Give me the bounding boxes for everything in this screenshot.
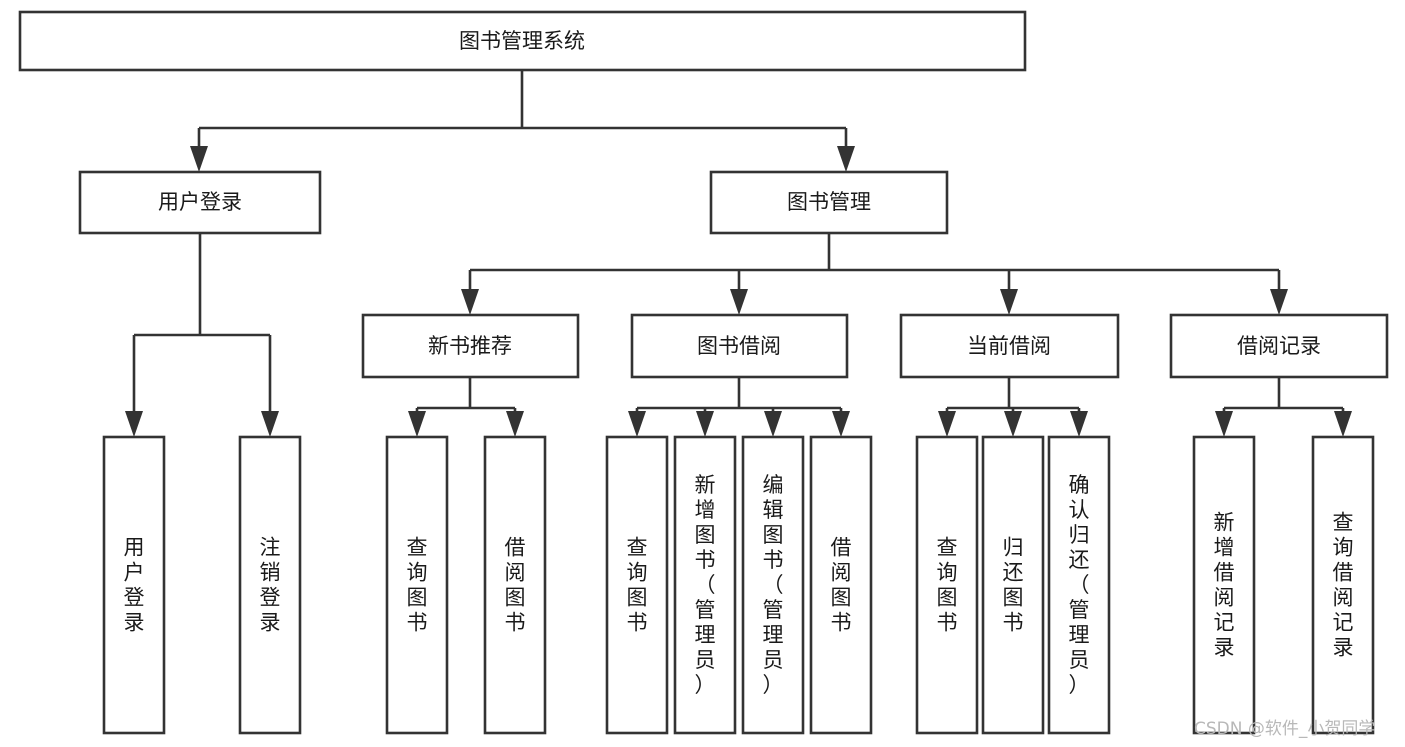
leaf-node[interactable]: 编辑图书（管理员） — [741, 435, 805, 735]
arrow-head-icon — [506, 411, 524, 437]
connector-bookmgmt-to-level3 — [461, 233, 1288, 315]
leaf-node[interactable]: 新增图书（管理员） — [673, 435, 737, 735]
leaf-node-box — [605, 435, 669, 735]
leaf-node[interactable]: 查询图书 — [605, 435, 669, 735]
leaf-node-box — [981, 435, 1045, 735]
arrow-head-icon — [837, 146, 855, 172]
leaf-node[interactable]: 注销登录 — [238, 435, 302, 735]
connector-records-to-leaves — [1215, 377, 1352, 437]
leaf-node-label: 查询图书 — [937, 536, 958, 635]
arrow-head-icon — [938, 411, 956, 437]
arrow-head-icon — [1270, 289, 1288, 315]
leaf-node-label: 查询借阅记录 — [1333, 511, 1354, 660]
arrow-head-icon — [125, 411, 143, 437]
connector-borrow-to-leaves — [628, 377, 850, 437]
node-user-login-box — [78, 170, 322, 235]
leaf-node-label: 查询图书 — [407, 536, 428, 635]
connector-root-to-level2 — [190, 70, 855, 172]
leaf-node-label: 新增图书（管理员） — [695, 473, 716, 697]
leaf-node[interactable]: 查询图书 — [915, 435, 979, 735]
leaf-node-label: 确认归还（管理员） — [1069, 473, 1090, 697]
arrow-head-icon — [832, 411, 850, 437]
leaf-node-label: 用户登录 — [124, 536, 145, 635]
leaf-node-box — [385, 435, 449, 735]
leaf-node-box — [483, 435, 547, 735]
arrow-head-icon — [190, 146, 208, 172]
node-new-book-recommend-label: 新书推荐 — [428, 334, 512, 358]
arrow-head-icon — [628, 411, 646, 437]
leaf-node[interactable]: 新增借阅记录 — [1192, 435, 1256, 735]
leaf-node-label: 新增借阅记录 — [1214, 511, 1235, 660]
leaf-node-box — [673, 435, 737, 735]
node-root-label: 图书管理系统 — [459, 29, 585, 53]
node-book-management-box — [709, 170, 949, 235]
arrow-head-icon — [1215, 411, 1233, 437]
node-book-management[interactable]: 图书管理 — [709, 170, 949, 235]
leaf-node-box — [238, 435, 302, 735]
leaf-node-box — [809, 435, 873, 735]
arrow-head-icon — [764, 411, 782, 437]
leaf-node-label: 查询图书 — [627, 536, 648, 635]
arrow-head-icon — [461, 289, 479, 315]
leaf-node-box — [1311, 435, 1375, 735]
leaf-node-box — [741, 435, 805, 735]
leaf-node-box — [915, 435, 979, 735]
leaf-node-box — [1192, 435, 1256, 735]
node-book-management-label: 图书管理 — [787, 190, 871, 214]
leaf-node[interactable]: 用户登录 — [102, 435, 166, 735]
node-root[interactable]: 图书管理系统 — [18, 10, 1027, 72]
leaf-node[interactable]: 查询借阅记录 — [1311, 435, 1375, 735]
connector-current-to-leaves — [938, 377, 1088, 437]
leaf-node-box — [1047, 435, 1111, 735]
leaf-node[interactable]: 借阅图书 — [809, 435, 873, 735]
node-current-borrow-box — [899, 313, 1120, 379]
node-user-login[interactable]: 用户登录 — [78, 170, 322, 235]
connector-userlogin-to-leaves — [125, 233, 279, 437]
node-book-borrow[interactable]: 图书借阅 — [630, 313, 849, 379]
node-root-box — [18, 10, 1027, 72]
leaf-node-box — [102, 435, 166, 735]
leaf-node[interactable]: 确认归还（管理员） — [1047, 435, 1111, 735]
arrow-head-icon — [261, 411, 279, 437]
leaf-node[interactable]: 归还图书 — [981, 435, 1045, 735]
arrow-head-icon — [1334, 411, 1352, 437]
arrow-head-icon — [1004, 411, 1022, 437]
node-current-borrow-label: 当前借阅 — [967, 334, 1051, 358]
csdn-watermark: CSDN @软件_小贺同学 — [1194, 719, 1375, 739]
arrow-head-icon — [696, 411, 714, 437]
arrow-head-icon — [1000, 289, 1018, 315]
connector-newbook-to-leaves — [408, 377, 524, 437]
node-borrow-records[interactable]: 借阅记录 — [1169, 313, 1389, 379]
leaf-node-label: 注销登录 — [260, 536, 281, 635]
node-borrow-records-label: 借阅记录 — [1237, 334, 1321, 358]
leaf-node-label: 编辑图书（管理员） — [763, 473, 784, 697]
arrow-head-icon — [408, 411, 426, 437]
node-new-book-recommend[interactable]: 新书推荐 — [361, 313, 580, 379]
node-borrow-records-box — [1169, 313, 1389, 379]
leaf-node[interactable]: 借阅图书 — [483, 435, 547, 735]
leaf-node[interactable]: 查询图书 — [385, 435, 449, 735]
leaf-node-label: 借阅图书 — [505, 536, 526, 635]
node-book-borrow-label: 图书借阅 — [697, 334, 781, 358]
node-current-borrow[interactable]: 当前借阅 — [899, 313, 1120, 379]
node-book-borrow-box — [630, 313, 849, 379]
leaf-node-label: 归还图书 — [1003, 536, 1024, 635]
node-user-login-label: 用户登录 — [158, 190, 242, 214]
arrow-head-icon — [730, 289, 748, 315]
arrow-head-icon — [1070, 411, 1088, 437]
leaf-node-label: 借阅图书 — [831, 536, 852, 635]
node-new-book-recommend-box — [361, 313, 580, 379]
